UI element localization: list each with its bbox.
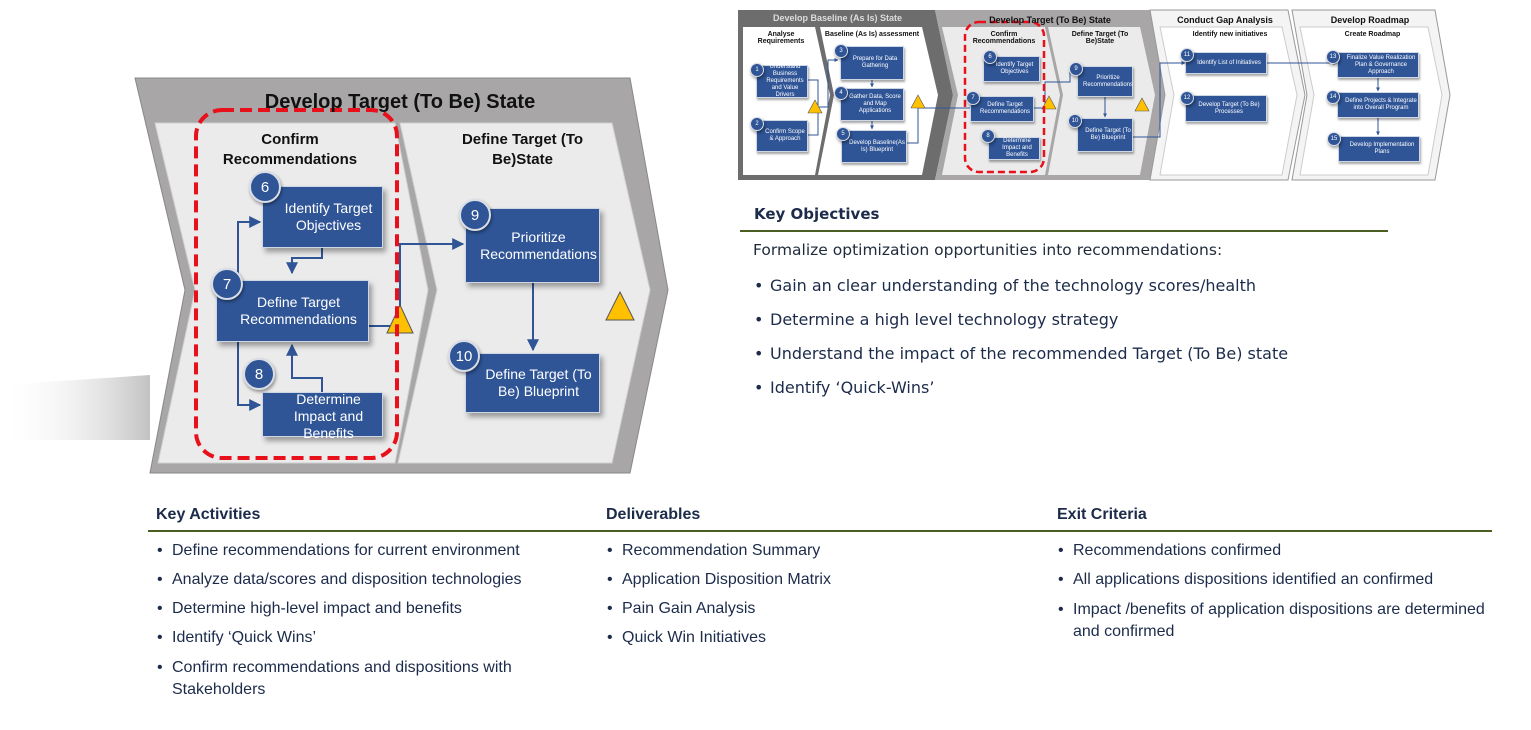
list-item: Impact /benefits of application disposit… [1057, 599, 1487, 643]
sub-chevron [1048, 27, 1155, 175]
mini-step-box-1[interactable]: Understand Business Requirements and Val… [756, 64, 808, 98]
subphase-title-define: Define Target (To Be)State [461, 131, 584, 168]
mini-step-box-5[interactable]: Develop Baseline(As Is) Blueprint [841, 130, 907, 163]
mini-step-number: 8 [981, 129, 995, 143]
mini-step-box-15[interactable]: Develop Implementation Plans [1338, 136, 1420, 162]
subphase-title: Analyse Requirements [757, 31, 805, 45]
mini-step-number: 10 [1068, 114, 1082, 128]
subphase-title: Identify new initiatives [1192, 31, 1268, 38]
phase-title: Develop Target (To Be) State [264, 91, 536, 113]
phase-title-gap: Conduct Gap Analysis [1177, 15, 1273, 25]
mini-step-box-13[interactable]: Finalize Value Realization Plan & Govern… [1337, 52, 1419, 78]
exit-criteria-title: Exit Criteria [1057, 506, 1147, 523]
subphase-title: Define Target (To Be)State [1071, 31, 1129, 45]
subphase-title: Confirm Recommendations [972, 31, 1036, 45]
roadmap-background [738, 9, 1451, 181]
arrow-7-6 [237, 216, 262, 280]
key-objectives-intro: Formalize optimization opportunities int… [753, 241, 1223, 259]
list-item: Understand the impact of the recommended… [753, 344, 1288, 363]
key-objectives-title: Key Objectives [754, 205, 880, 223]
list-item: Pain Gain Analysis [606, 599, 1026, 618]
mini-step-box-3[interactable]: Prepare for Data Gathering [840, 46, 904, 80]
step-box-6[interactable]: Identify Target Objectives [262, 186, 383, 248]
step-number-10: 10 [448, 340, 480, 372]
key-activities-title: Key Activities [156, 506, 261, 523]
step-box-8[interactable]: Determine Impact and Benefits [262, 391, 383, 441]
list-item: Quick Win Initiatives [606, 628, 1026, 647]
subphase-title-confirm: Confirm Recommendations [222, 131, 358, 168]
list-item: Application Disposition Matrix [606, 570, 1026, 589]
key-activities-list: Define recommendations for current envir… [156, 541, 576, 711]
step-number-6: 6 [249, 171, 281, 203]
mini-step-number: 5 [836, 127, 850, 141]
list-item: Recommendation Summary [606, 541, 1026, 560]
mini-step-box-8[interactable]: Determine Impact and Benefits [988, 137, 1040, 160]
warning-triangle-icon [605, 290, 635, 321]
list-item: Recommendations confirmed [1057, 541, 1487, 560]
step-number-8: 8 [243, 358, 275, 390]
mini-step-box-14[interactable]: Define Projects & Integrate into Overall… [1337, 92, 1419, 118]
mini-step-box-7[interactable]: Define Target Recommendations [970, 96, 1034, 122]
warning-triangle-icon [386, 303, 414, 334]
mini-step-number: 6 [983, 50, 997, 64]
shadow [0, 375, 150, 440]
mini-step-box-9[interactable]: Prioritize Recommendations [1077, 66, 1133, 97]
list-item: Identify ‘Quick-Wins’ [753, 378, 1288, 397]
mini-step-box-4[interactable]: Gather Data, Score and Map Applications [840, 88, 904, 121]
mini-step-box-10[interactable]: Define Target (To Be) Blueprint [1077, 118, 1133, 152]
key-objectives-list: Gain an clear understanding of the techn… [753, 276, 1288, 412]
mini-step-number: 13 [1326, 50, 1340, 64]
list-item: Gain an clear understanding of the techn… [753, 276, 1288, 295]
section-divider [740, 230, 1388, 232]
connector [818, 58, 839, 108]
subphase-title: Create Roadmap [1344, 31, 1401, 38]
phase-title-target: Develop Target (To Be) State [989, 15, 1111, 25]
exit-criteria-list: Recommendations confirmed All applicatio… [1057, 541, 1487, 653]
sub-chevron [743, 27, 830, 175]
mini-step-number: 15 [1327, 132, 1341, 146]
deliverables-title: Deliverables [606, 506, 701, 523]
mini-step-number: 11 [1180, 48, 1194, 62]
list-item: Determine a high level technology strate… [753, 310, 1288, 329]
highlight-dashed-outline [194, 108, 399, 460]
warning-triangle-icon [910, 94, 926, 109]
list-item: Analyze data/scores and disposition tech… [156, 570, 576, 589]
phase-title-baseline: Develop Baseline (As Is) State [772, 13, 903, 23]
subphase-title: Baseline (As Is) assessment [824, 31, 920, 38]
warning-triangle-icon [807, 99, 823, 114]
arrow-6-7 [286, 248, 323, 275]
step-number-9: 9 [459, 199, 491, 231]
mini-step-number: 1 [750, 63, 764, 77]
arrow-8-7 [286, 343, 323, 392]
mini-step-box-12[interactable]: Develop Target (To Be) Processes [1185, 95, 1267, 122]
deliverables-list: Recommendation Summary Application Dispo… [606, 541, 1026, 657]
mini-step-number: 3 [834, 44, 848, 58]
mini-step-number: 9 [1069, 62, 1083, 76]
mini-step-number: 12 [1180, 91, 1194, 105]
section-divider [148, 530, 1492, 532]
list-item: Determine high-level impact and benefits [156, 599, 576, 618]
mini-step-box-6[interactable]: Identify Target Objectives [983, 56, 1040, 82]
arrow-7-8 [237, 342, 262, 411]
step-number-7: 7 [211, 268, 243, 300]
mini-step-number: 2 [750, 117, 764, 131]
list-item: All applications dispositions identified… [1057, 570, 1487, 589]
mini-step-number: 14 [1326, 90, 1340, 104]
warning-triangle-icon [1041, 95, 1057, 110]
connector [1133, 61, 1186, 138]
list-item: Define recommendations for current envir… [156, 541, 576, 560]
list-item: Identify ‘Quick Wins’ [156, 628, 576, 647]
connector [907, 107, 970, 144]
mini-step-number: 4 [834, 86, 848, 100]
list-item: Confirm recommendations and dispositions… [156, 657, 576, 701]
warning-triangle-icon [1134, 97, 1150, 112]
step-box-10[interactable]: Define Target (To Be) Blueprint [465, 353, 600, 413]
mini-step-box-2[interactable]: Confirm Scope & Approach [756, 120, 808, 152]
arrow-7-9 [369, 238, 465, 327]
highlight-dashed-outline [963, 20, 1046, 174]
mini-step-box-11[interactable]: Identify List of Initiatives [1185, 52, 1267, 74]
phase-title-roadmap: Develop Roadmap [1330, 15, 1410, 25]
mini-step-number: 7 [966, 91, 980, 105]
